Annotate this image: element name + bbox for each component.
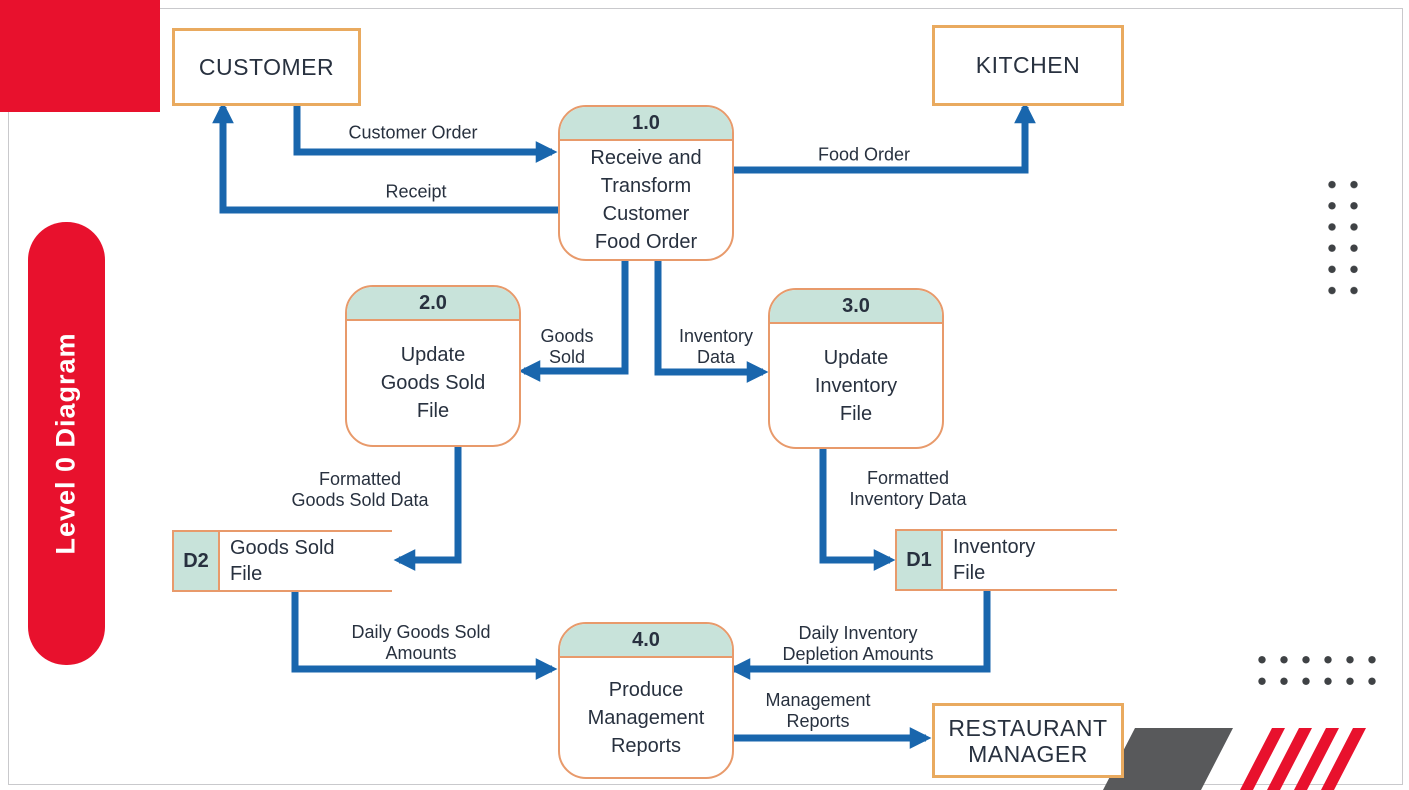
flow-label-management-reports: Management Reports [765, 690, 871, 731]
datastore-name: Inventory File [943, 529, 1117, 591]
entity-restaurant-manager: RESTAURANT MANAGER [932, 703, 1124, 778]
flow-label-goods-sold: Goods Sold [540, 326, 594, 367]
datastore-tag: D1 [895, 529, 943, 591]
red-stripe [1267, 728, 1312, 790]
dots-grid-bottom [1251, 649, 1383, 692]
datastore-d2-goods-sold-file: D2 Goods Sold File [172, 530, 392, 592]
dots-grid-right [1321, 174, 1365, 301]
process-name: Receive and Transform Customer Food Orde… [590, 147, 702, 253]
datastore-tag: D2 [172, 530, 220, 592]
flow-label-food-order: Food Order [817, 144, 911, 165]
red-stripe [1294, 728, 1339, 790]
process-name: Update Goods Sold File [380, 344, 486, 422]
process-1-receive-and-transform-customer-food-order: 1.0 Receive and Transform Customer Food … [558, 105, 734, 261]
process-name: Produce Management Reports [587, 678, 705, 757]
process-number: 2.0 [347, 287, 519, 321]
flow-label-receipt: Receipt [385, 181, 447, 202]
process-2-update-goods-sold-file: 2.0 Update Goods Sold File [345, 285, 521, 447]
datastore-d1-inventory-file: D1 Inventory File [895, 529, 1117, 591]
process-number: 3.0 [770, 290, 942, 324]
red-stripe [1240, 728, 1285, 790]
flow-label-daily-goods-sold-amounts: Daily Goods Sold Amounts [351, 622, 491, 663]
process-number: 4.0 [560, 624, 732, 658]
banner: Level 0 Diagram [28, 222, 105, 665]
flow-label-daily-inventory-depletion-amounts: Daily Inventory Depletion Amounts [782, 623, 934, 664]
flow-label-formatted-inventory-data: Formatted Inventory Data [849, 468, 967, 509]
process-name: Update Inventory File [814, 346, 898, 425]
entity-customer: CUSTOMER [172, 28, 361, 106]
flow-label-formatted-goods-sold-data: Formatted Goods Sold Data [291, 469, 429, 510]
banner-label: Level 0 Diagram [51, 332, 82, 555]
red-stripe [1321, 728, 1366, 790]
process-number: 1.0 [560, 107, 732, 141]
entity-kitchen: KITCHEN [932, 25, 1124, 106]
datastore-name: Goods Sold File [220, 530, 392, 592]
flow-label-customer-order: Customer Order [348, 122, 478, 143]
flow-label-inventory-data: Inventory Data [678, 326, 754, 367]
process-4-produce-management-reports: 4.0 Produce Management Reports [558, 622, 734, 779]
process-3-update-inventory-file: 3.0 Update Inventory File [768, 288, 944, 449]
corner-red-block [0, 0, 160, 112]
